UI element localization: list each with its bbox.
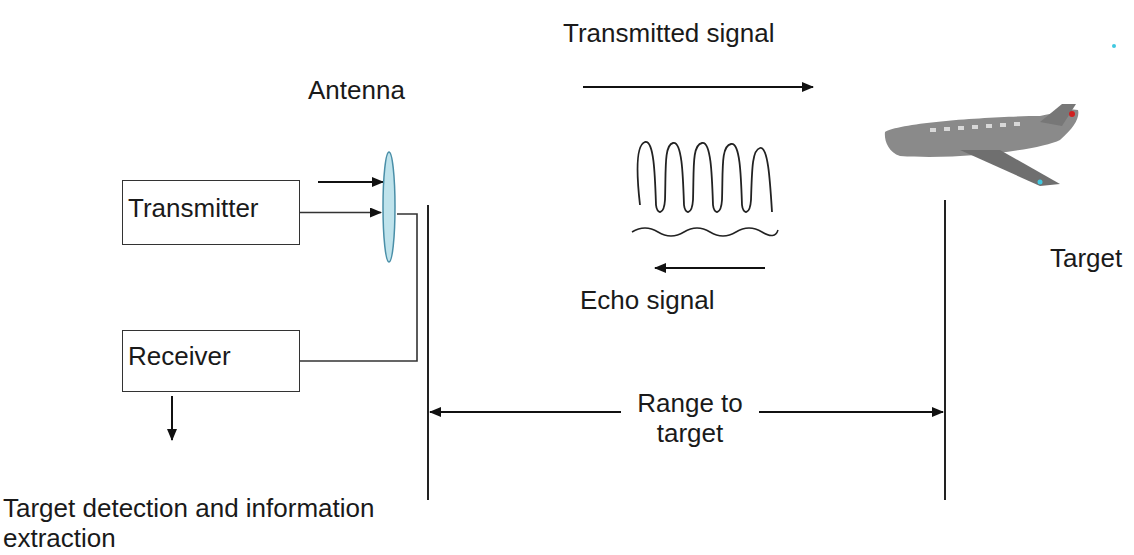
antenna-shape [381, 150, 397, 264]
text-label: Target [1050, 243, 1122, 273]
echo-arrow [655, 267, 765, 269]
feed-line [300, 212, 381, 214]
block-label: Receiver [128, 341, 294, 371]
signal-arrow [583, 86, 813, 88]
antenna-label: Antenna [308, 75, 405, 105]
antenna: Antenna [300, 70, 480, 266]
text-label: Range to target [621, 388, 759, 448]
echo-wave [632, 228, 778, 236]
text-label: Transmitted signal [563, 18, 774, 48]
output-arrow [171, 396, 173, 440]
text-label: Target detection and information extract… [3, 493, 423, 553]
block-box: Receiver [122, 330, 300, 392]
block-box: Transmitter [122, 180, 300, 245]
feed-arrow [318, 181, 383, 183]
feed-line [300, 214, 417, 361]
block-label: Transmitter [128, 193, 294, 223]
echo-pulse [637, 142, 772, 212]
text-label: Echo signal [580, 285, 714, 315]
range-tick [427, 205, 429, 500]
range-tick [944, 200, 946, 500]
airplane [885, 44, 1116, 186]
